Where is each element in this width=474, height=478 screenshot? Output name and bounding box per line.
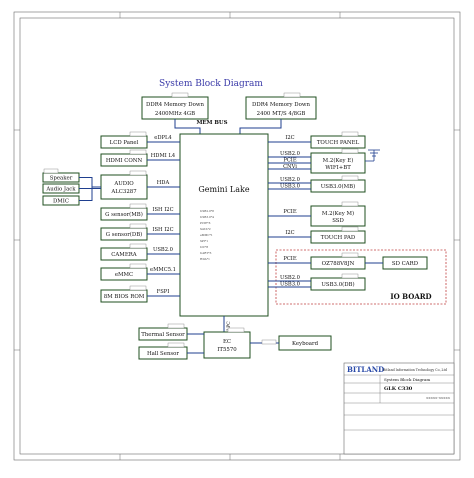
audio-codec-line1: AUDIO	[113, 181, 134, 187]
sig-pcie-card: PCIE	[283, 256, 297, 262]
cpu-box	[179, 133, 269, 317]
left-connections	[79, 141, 180, 297]
svg-text:UART*3: UART*3	[200, 251, 212, 255]
usb-mb-label: USB3.0(MB)	[321, 183, 355, 190]
right-blocks: TOUCH PANEL M.2(Key E) WIFI+BT USB3.0(MB…	[310, 135, 366, 244]
io-board-region	[275, 249, 447, 305]
sig-spi: FSPI	[157, 289, 170, 295]
page-tags	[43, 92, 359, 348]
hall-sensor-label: Hall Sensor	[147, 351, 179, 357]
diagram-title: System Block Diagram	[159, 79, 263, 89]
cpu-label: Gemini Lake	[198, 185, 249, 194]
company-logo: BITLAND	[347, 365, 384, 374]
svg-text:USB3.0*4: USB3.0*4	[200, 215, 214, 219]
mem-bus-left	[174, 119, 201, 134]
svg-text:SPI*1: SPI*1	[200, 239, 208, 243]
ec-box	[203, 331, 251, 359]
sheet-frame-outer	[13, 11, 461, 461]
svg-text:PCIE*6: PCIE*6	[200, 221, 211, 225]
sig-pcie-ssd: PCIE	[283, 209, 297, 215]
sig-ish2: ISH I2C	[152, 227, 173, 233]
svg-text:USB2.0*8: USB2.0*8	[200, 209, 214, 213]
memory-left-line1: DDR4 Memory Down	[146, 102, 204, 108]
io-connections	[268, 262, 383, 288]
svg-text:SATA*2: SATA*2	[200, 227, 211, 231]
sig-usb-db-a: USB2.0	[280, 275, 300, 281]
sig-cnvi: CNVi	[283, 164, 297, 170]
thermal-sensor-label: Thermal Sensor	[141, 332, 185, 338]
sheet-frame-inner	[19, 17, 455, 455]
card-reader-label: OZ788V8JN	[322, 261, 355, 267]
mem-bus-label: MEM BUS	[196, 120, 227, 126]
sig-pcie-wifi: PCIE	[283, 158, 297, 164]
sig-i2c-tp: I2C	[285, 135, 294, 141]
touch-pad-label: TOUCH PAD	[321, 235, 356, 241]
ssd-line1: M.2(Key M)	[322, 210, 354, 217]
wlan-line2: WIFI+BT	[325, 165, 351, 171]
emmc-label: eMMC	[115, 272, 133, 278]
ec-line1: EC	[223, 339, 231, 345]
mem-bus-right	[239, 119, 282, 134]
gsensor-mb-label: G sensor(MB)	[105, 211, 143, 218]
lpc-label: LPC	[226, 321, 232, 331]
wlan-line1: M.2(Key E)	[323, 157, 354, 164]
audio-codec-line2: ALC3287	[110, 189, 137, 195]
project-name: GLK C330	[384, 386, 413, 392]
usb-mb-box	[310, 179, 366, 193]
right-connections	[268, 141, 311, 238]
svg-text:I2C*8: I2C*8	[200, 245, 208, 249]
sig-usb-wifi: USB2.0	[280, 151, 300, 157]
dmic-label: DMIC	[53, 199, 69, 205]
usb-db-label: USB3.0(DB)	[321, 281, 354, 288]
touch-panel-label: TOUCH PANEL	[317, 140, 360, 146]
lcd-panel-label: LCD Panel	[110, 140, 139, 146]
ssd-line2: SSD	[332, 218, 344, 224]
spi-rom-label: 8M BIOS ROM	[104, 294, 145, 300]
keyboard-label: Keyboard	[292, 341, 319, 347]
watermark: xxxxx-xxxxx	[426, 395, 451, 400]
camera-label: CAMERA	[111, 252, 137, 258]
company-full-name: Bitland Information Technology Co.,Ltd	[383, 368, 447, 372]
antenna-icon	[365, 149, 380, 162]
hdmi-conn-label: HDMI CONN	[106, 158, 143, 164]
audio-codec-box	[100, 174, 148, 200]
memory-left-line2: 2400MHz 4GB	[155, 111, 195, 117]
sig-edp: eDPL4	[154, 135, 172, 141]
sig-hdmi: HDMI L4	[151, 153, 176, 159]
audio-jack-label: Audio Jack	[45, 187, 76, 193]
sig-ish1: ISH I2C	[152, 207, 173, 213]
io-board-label: IO BOARD	[390, 292, 431, 301]
sig-usb-db-b: USB3.0	[280, 282, 300, 288]
svg-text:HDA*1: HDA*1	[200, 257, 210, 261]
zone-ticks	[14, 12, 460, 460]
sig-usb-mb-a: USB2.0	[280, 177, 300, 183]
usb-db-box	[310, 277, 366, 291]
sig-usb-cam: USB2.0	[153, 247, 173, 253]
sheet-name: System Block Diagram	[384, 377, 430, 382]
sig-usb-mb-b: USB3.0	[280, 184, 300, 190]
speaker-label: Speaker	[50, 176, 73, 182]
title-block	[343, 362, 455, 455]
memory-right-line1: DDR4 Memory Down	[252, 102, 310, 108]
sig-i2c-pad: I2C	[285, 230, 294, 236]
memory-right-line2: 2400 MT/S 4/8GB	[257, 111, 306, 117]
sig-hda: HDA	[157, 180, 170, 186]
ec-line2: IT5570	[217, 347, 237, 353]
sd-card-label: SD CARD	[392, 261, 419, 267]
left-blocks: LCD Panel HDMI CONN Speaker Audio Jack D…	[42, 135, 148, 303]
gsensor-db-label: G sensor(DB)	[106, 231, 143, 238]
svg-text:eMMC*1: eMMC*1	[200, 233, 213, 237]
sig-emmc: eMMC5.1	[150, 267, 176, 273]
